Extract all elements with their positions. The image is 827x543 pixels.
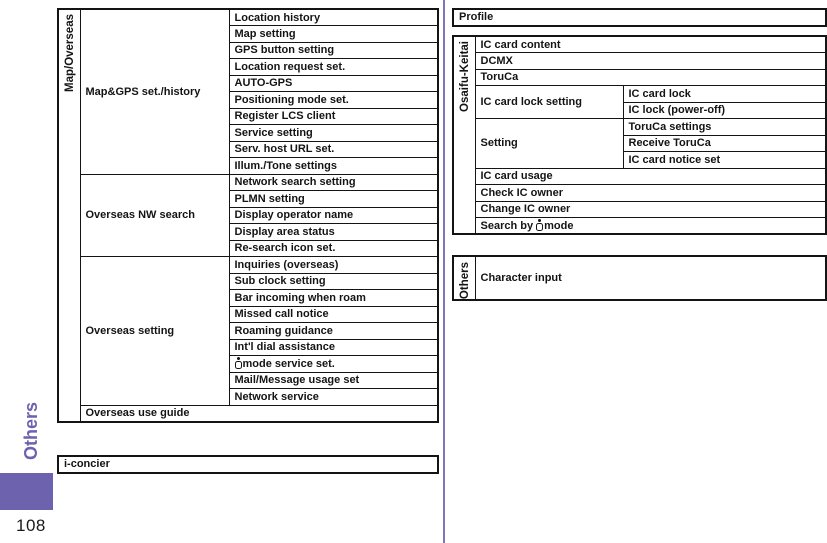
- menu-item: Network service: [228, 388, 439, 406]
- table-row: Sub clock setting: [58, 272, 439, 290]
- table-row: IC card usage: [453, 167, 827, 185]
- table-row: Re-search icon set.: [58, 239, 439, 257]
- menu-item: AUTO-GPS: [228, 74, 439, 92]
- menu-item: IC lock (power-off): [622, 101, 827, 119]
- menu-item: Illum./Tone settings: [228, 157, 439, 175]
- menu-item: IC card usage: [474, 167, 827, 185]
- menu-item: Serv. host URL set.: [228, 140, 439, 158]
- table-row: Others Character input: [452, 255, 827, 301]
- table-row: Display operator name: [58, 206, 439, 224]
- category-label-cell: Osaifu-Keitai: [452, 35, 476, 235]
- table-row: Missed call notice: [58, 305, 439, 323]
- table-row: Change IC owner: [453, 200, 827, 218]
- profile-table: Profile: [452, 8, 827, 27]
- category-label: Others: [459, 262, 471, 300]
- menu-item: Int'l dial assistance: [228, 338, 439, 356]
- table-row: Roaming guidance: [58, 322, 439, 340]
- menu-item: IC card content: [474, 35, 827, 53]
- menu-item: IC card notice set: [622, 151, 827, 169]
- sidebar-section-label-text: Others: [21, 402, 41, 461]
- menu-item: ToruCa: [474, 68, 827, 86]
- menu-item: Map setting: [228, 25, 439, 43]
- table-row: Overseas use guide: [58, 404, 439, 422]
- i-concier-table: i-concier: [57, 455, 439, 474]
- menu-item: Display operator name: [228, 206, 439, 224]
- table-row: Illum./Tone settings: [58, 157, 439, 175]
- imode-icon: [234, 357, 242, 370]
- menu-item: Check IC owner: [474, 184, 827, 202]
- imode-icon: [536, 219, 544, 231]
- table-row: IC lock (power-off): [453, 101, 827, 119]
- table-row: Positioning mode set.: [58, 91, 439, 109]
- menu-item: Positioning mode set.: [228, 91, 439, 109]
- table-row: i-concier: [57, 455, 439, 473]
- table-row: GPS button setting: [58, 41, 439, 59]
- menu-item: Missed call notice: [228, 305, 439, 323]
- menu-item: GPS button setting: [228, 41, 439, 59]
- category-label: Map/Overseas: [64, 14, 76, 92]
- table-row: Map setting: [58, 25, 439, 43]
- menu-item: Change IC owner: [474, 200, 827, 218]
- menu-item: Mail/Message usage set: [228, 371, 439, 389]
- menu-item: Location request set.: [228, 58, 439, 76]
- menu-group-label: IC card lock setting: [474, 85, 624, 119]
- menu-item: Sub clock setting: [228, 272, 439, 290]
- others-menu-table: Others Character input: [452, 255, 827, 301]
- table-row: Receive ToruCa: [453, 134, 827, 152]
- page-number: 108: [16, 516, 46, 535]
- menu-item: i-concier: [57, 455, 439, 473]
- menu-item: Service setting: [228, 124, 439, 142]
- table-row: Serv. host URL set.: [58, 140, 439, 158]
- menu-item: Display area status: [228, 223, 439, 241]
- category-label-cell: Others: [452, 255, 476, 301]
- sidebar-tab-marker: [0, 473, 53, 510]
- table-row: Register LCS client: [58, 107, 439, 125]
- category-label: Osaifu-Keitai: [459, 41, 471, 112]
- menu-item: Character input: [474, 255, 827, 301]
- menu-group-label: Overseas NW search: [79, 173, 230, 257]
- column-divider: [443, 0, 445, 543]
- table-row: DCMX: [453, 52, 827, 70]
- table-row: Display area status: [58, 223, 439, 241]
- sidebar-section-label: Others: [21, 402, 41, 472]
- table-row: Search by mode: [453, 217, 827, 235]
- menu-item: Receive ToruCa: [622, 134, 827, 152]
- menu-item: Inquiries (overseas): [228, 256, 439, 274]
- menu-item: Re-search icon set.: [228, 239, 439, 257]
- menu-item: Overseas use guide: [79, 404, 439, 422]
- menu-item: Bar incoming when roam: [228, 289, 439, 307]
- table-row: mode service set.: [58, 355, 439, 373]
- menu-item: mode service set.: [228, 355, 439, 373]
- menu-item: PLMN setting: [228, 190, 439, 208]
- menu-item: Register LCS client: [228, 107, 439, 125]
- menu-item: Profile: [452, 8, 827, 26]
- category-label-cell: Map/Overseas: [57, 8, 81, 422]
- menu-item: Network search setting: [228, 173, 439, 191]
- menu-group-label: Setting: [474, 118, 624, 169]
- table-row: Profile: [452, 8, 827, 26]
- menu-item: Location history: [228, 8, 439, 26]
- menu-item: ToruCa settings: [622, 118, 827, 136]
- menu-item: DCMX: [474, 52, 827, 70]
- menu-item: Search by mode: [474, 217, 827, 235]
- menu-group-label: Overseas setting: [79, 256, 230, 406]
- table-row: Check IC owner: [453, 184, 827, 202]
- menu-item: Roaming guidance: [228, 322, 439, 340]
- menu-group-label: Map&GPS set./history: [79, 8, 230, 175]
- menu-item: IC card lock: [622, 85, 827, 103]
- table-row: ToruCa: [453, 68, 827, 86]
